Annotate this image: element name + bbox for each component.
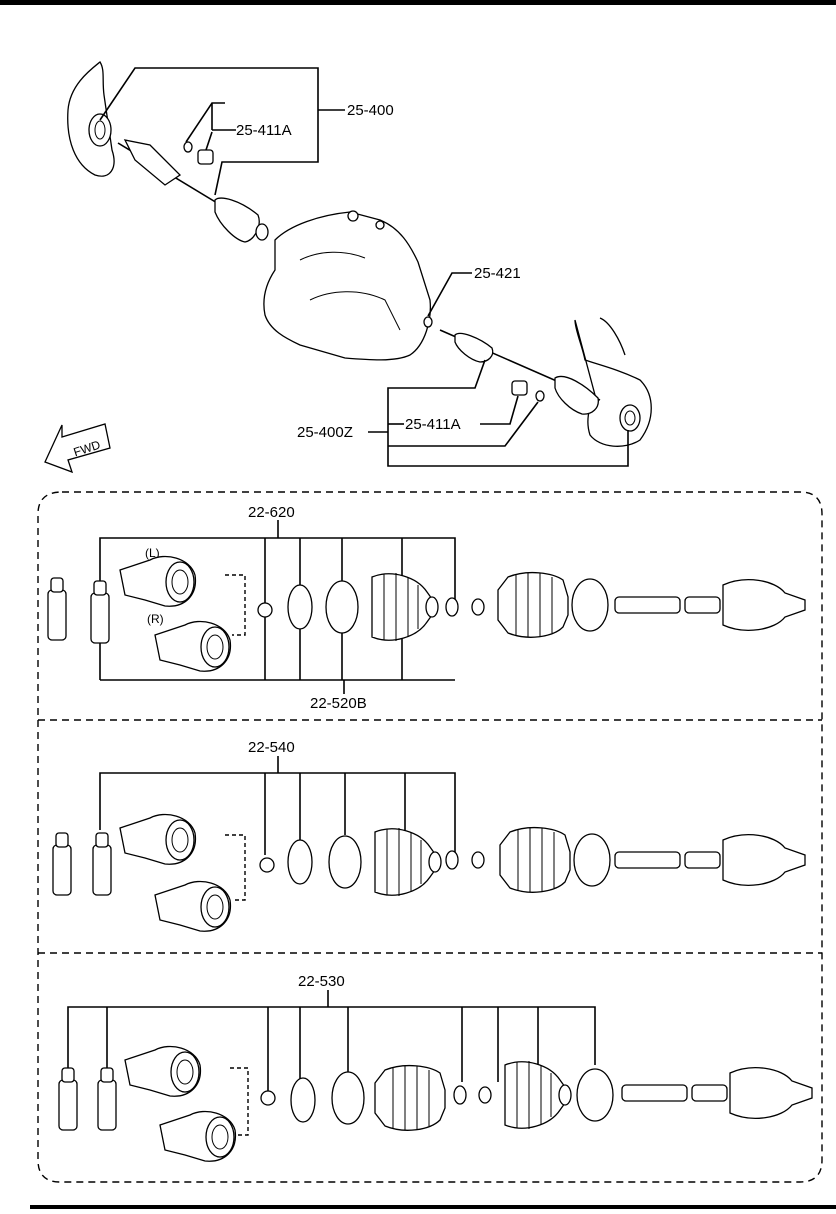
right-drive-shaft [439, 329, 601, 415]
bottom-rule [30, 1205, 836, 1209]
right-seal [619, 404, 641, 432]
kit-label-22-620: 22-620 [248, 504, 295, 521]
callout-25-400z: 25-400Z [297, 424, 353, 441]
bottom-label-22-520b: 22-520B [310, 695, 367, 712]
kit-panels-border [37, 491, 823, 1183]
right-knuckle [574, 319, 652, 447]
transaxle [263, 211, 431, 361]
left-cap [183, 141, 193, 153]
left-seal [88, 113, 112, 147]
kit-label-22-530: 22-530 [298, 973, 345, 990]
right-clip [423, 316, 433, 328]
panel-22-540: 22-540 [52, 739, 806, 932]
left-knuckle [67, 61, 115, 177]
callout-25-411a-lower: 25-411A [405, 416, 461, 433]
left-drive-shaft [117, 139, 269, 243]
callout-25-400: 25-400 [347, 102, 394, 119]
panel-22-530: 22-530 [58, 973, 813, 1162]
side-label-r: (R) [147, 612, 164, 626]
kit-label-22-540: 22-540 [248, 739, 295, 756]
panel-22-620: 22-620 22-520B (L) (R) [47, 504, 806, 712]
callout-25-421: 25-421 [474, 265, 521, 282]
boot-band [325, 580, 359, 634]
right-cap [535, 390, 545, 402]
snap-ring [257, 602, 273, 618]
left-bearing [197, 149, 214, 165]
circlip [287, 584, 313, 630]
side-label-l: (L) [145, 546, 160, 560]
assembly-view: 25-400 25-411A 25-421 25-400Z 25-411A FW… [44, 61, 652, 474]
callout-25-411a-upper: 25-411A [236, 122, 292, 139]
fwd-arrow-icon: FWD [44, 423, 111, 474]
right-bearing [511, 380, 528, 396]
top-rule [0, 0, 836, 5]
